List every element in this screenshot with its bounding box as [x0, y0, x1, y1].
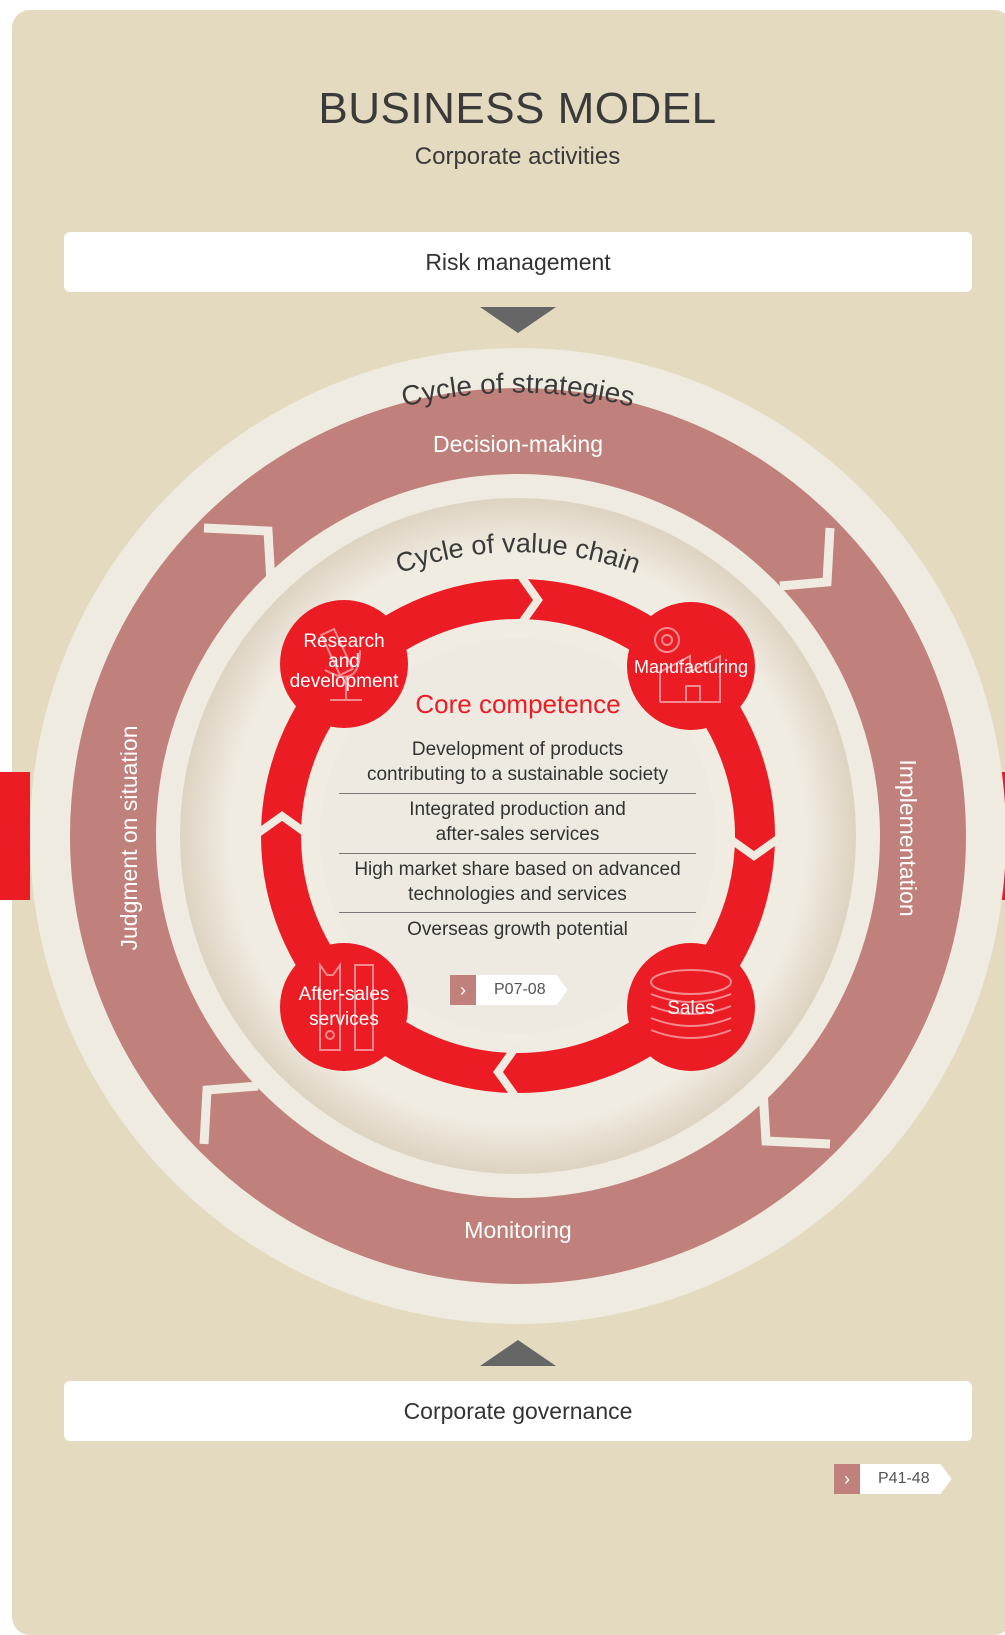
up-arrow-icon	[480, 1340, 556, 1366]
core-divider	[339, 912, 696, 913]
core-competence-title: Core competence	[415, 689, 620, 719]
footer-page-ref-label: P41-48	[860, 1464, 952, 1494]
core-item-3-line1: High market share based on advanced	[354, 859, 681, 880]
corporate-governance-bar: Corporate governance	[64, 1381, 972, 1441]
core-divider	[339, 853, 696, 854]
strategy-ring-separators	[199, 523, 835, 1149]
value-chain-arrow-notches	[251, 569, 785, 1103]
page-title: BUSINESS MODEL	[318, 84, 717, 133]
strategy-ring	[70, 388, 966, 1284]
microscope-icon	[320, 627, 362, 701]
node-label-research: Research	[303, 631, 384, 652]
core-item-4: Overseas growth potential	[340, 917, 695, 942]
core-item-3-line2: technologies and services	[408, 884, 627, 905]
core-item-2-line1: Integrated production and	[409, 799, 626, 820]
core-item-1-line1: Development of products	[411, 739, 624, 760]
research-node	[280, 600, 408, 728]
stage-decision-making: Decision-making	[433, 431, 603, 457]
stage-monitoring: Monitoring	[464, 1217, 571, 1243]
stage-judgment-on-situation: Judgment on situation	[116, 725, 142, 950]
node-label-research-development: development	[290, 671, 400, 692]
core-page-ref-label: P07-08	[476, 975, 568, 1005]
core-divider	[339, 793, 696, 794]
core-item-4-line1: Overseas growth potential	[407, 919, 628, 940]
node-label-sales: Sales	[667, 998, 715, 1019]
core-item-1-line2: contributing to a sustainable society	[366, 764, 668, 785]
page-subtitle: Corporate activities	[414, 143, 621, 170]
left-accent-bar	[0, 772, 30, 900]
core-page-link[interactable]: › P07-08	[450, 975, 568, 1005]
factory-gear-icon	[654, 627, 721, 703]
chevron-right-icon: ›	[450, 975, 476, 1005]
node-label-research-and: and	[328, 651, 360, 672]
stage-implementation: Implementation	[895, 759, 921, 916]
tools-icon	[319, 961, 374, 1051]
node-label-aftersales-services: services	[309, 1009, 379, 1030]
core-disc	[320, 638, 716, 1034]
aftersales-node	[280, 943, 408, 1071]
value-chain-ring	[261, 579, 775, 1093]
risk-management-bar: Risk management	[64, 232, 972, 292]
core-item-2-line2: after-sales services	[435, 824, 600, 845]
coins-stack-icon	[650, 969, 732, 1039]
down-arrow-icon	[480, 307, 556, 333]
core-item-3: High market share based on advanced tech…	[340, 857, 695, 907]
node-label-aftersales: After-sales	[299, 984, 390, 1005]
core-item-2: Integrated production and after-sales se…	[340, 797, 695, 847]
core-item-1: Development of products contributing to …	[340, 737, 695, 787]
chevron-right-icon: ›	[834, 1464, 860, 1494]
footer-page-link[interactable]: › P41-48	[834, 1464, 952, 1494]
node-label-manufacturing: Manufacturing	[634, 657, 748, 677]
